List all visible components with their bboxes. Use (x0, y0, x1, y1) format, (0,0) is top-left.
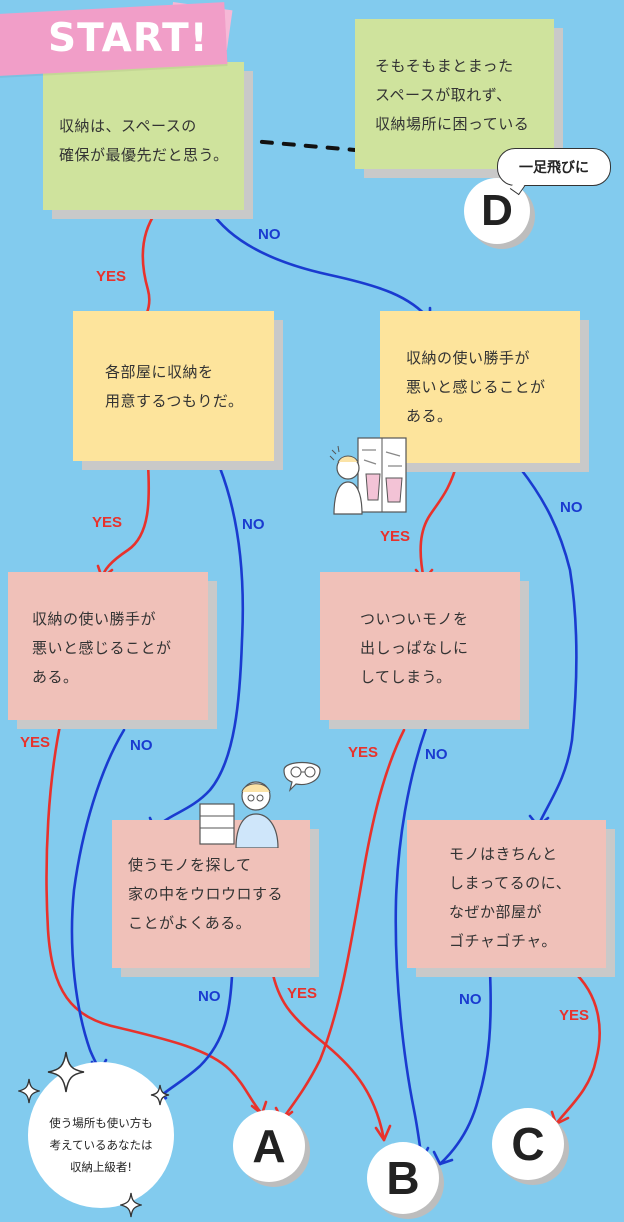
arrow-start-no (208, 208, 432, 322)
start-label: START! (48, 16, 209, 61)
edge-label-no: NO (242, 516, 265, 533)
result-a: A (233, 1110, 305, 1182)
question-card-storage-priority: 収納は、スペースの 確保が最優先だと思う。 (43, 62, 244, 210)
arrow-start-yes (140, 210, 158, 328)
edge-label-yes: YES (380, 528, 411, 545)
question-card-no-space: そもそもまとまった スペースが取れず、 収納場所に困っている (355, 19, 554, 169)
edge-label-yes: YES (287, 985, 318, 1002)
result-c: C (492, 1108, 564, 1180)
question-text: ついついモノを 出しっぱなしに してしまう。 (360, 610, 469, 686)
question-text: 使うモノを探して 家の中をウロウロする ことがよくある。 (128, 856, 284, 932)
sparkle-icon (47, 1051, 85, 1093)
edge-label-no: NO (198, 988, 221, 1005)
edge-label-yes: YES (20, 734, 51, 751)
jump-speech-bubble: 一足飛びに (497, 148, 611, 186)
edge-label-yes: YES (348, 744, 379, 761)
arrow-topright-yes (419, 458, 460, 582)
edge-label-no: NO (258, 226, 281, 243)
edge-label-no: NO (560, 499, 583, 516)
question-text: そもそもまとまった スペースが取れず、 収納場所に困っている (375, 57, 530, 133)
question-text: 収納の使い勝手が 悪いと感じることが ある。 (406, 349, 546, 425)
question-text: モノはきちんと しまってるのに、 なぜか部屋が ゴチャゴチャ。 (449, 845, 572, 950)
result-b: B (367, 1142, 439, 1214)
edge-label-yes: YES (559, 1007, 590, 1024)
sparkle-icon (18, 1078, 40, 1104)
question-card-hard-to-use-top: 収納の使い勝手が 悪いと感じることが ある。 (380, 311, 580, 463)
sparkle-icon (150, 1084, 170, 1106)
result-advanced-text: 使う場所も使い方も 考えているあなたは 収納上級者! (49, 1116, 153, 1174)
question-card-each-room: 各部屋に収納を 用意するつもりだ。 (73, 311, 274, 461)
result-d: D (464, 178, 530, 244)
arrow-messy-yes (554, 968, 601, 1126)
edge-label-yes: YES (96, 268, 127, 285)
question-card-messy: モノはきちんと しまってるのに、 なぜか部屋が ゴチャゴチャ。 (407, 820, 606, 968)
question-text: 各部屋に収納を 用意するつもりだ。 (105, 363, 244, 410)
edge-label-no: NO (425, 746, 448, 763)
closet-person-illustration (329, 437, 407, 515)
question-text: 収納の使い勝手が 悪いと感じることが ある。 (32, 610, 172, 686)
edge-label-no: NO (459, 991, 482, 1008)
question-card-hard-to-use-left: 収納の使い勝手が 悪いと感じることが ある。 (8, 572, 208, 720)
edge-label-yes: YES (92, 514, 123, 531)
question-card-leave-out: ついついモノを 出しっぱなしに してしまう。 (320, 572, 520, 720)
dotted-link-to-d (238, 138, 357, 152)
searching-person-illustration (199, 761, 321, 848)
sparkle-icon (120, 1192, 142, 1218)
edge-label-no: NO (130, 737, 153, 754)
arrow-topright-no (518, 466, 578, 828)
question-text: 収納は、スペースの 確保が最優先だと思う。 (59, 117, 229, 164)
